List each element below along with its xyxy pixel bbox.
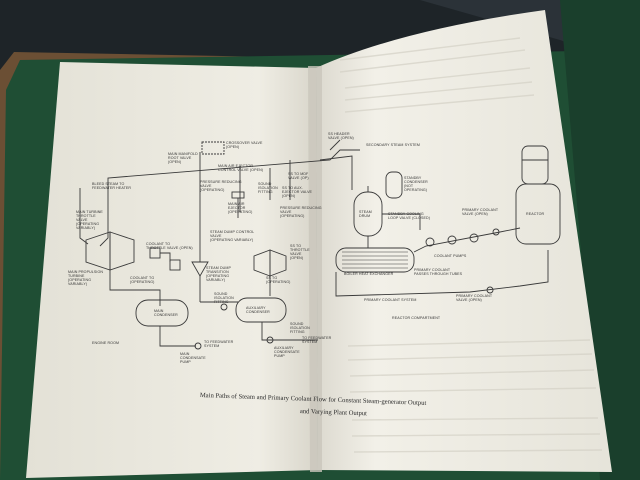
main-condensate-pump-shape	[194, 342, 202, 350]
standby-line	[382, 213, 421, 230]
label-steam-dump-control: STEAM DUMP CONTROL VALVE (OPERATING VARI…	[210, 230, 255, 242]
coolant-tg-shape-2	[169, 259, 181, 271]
label-main-condensate-pump: MAIN CONDENSATE PUMP	[180, 352, 206, 364]
bleed-line	[79, 188, 89, 245]
label-standby-cooling-loop: STANDBY COOLING LOOP VALVE (CLOSED)	[388, 212, 431, 220]
condenser-out	[159, 326, 196, 347]
label-air-ejector-control: MAIN AIR EJECTOR CONTROL VALVE (OPEN)	[218, 164, 264, 172]
label-boiler-heat-exchanger: BOILER HEAT EXCHANGER	[344, 272, 394, 276]
label-ss-to-aux-ejector: SS TO AUX. EJECTOR VALVE (OPEN)	[282, 186, 313, 198]
label-to-feedwater-2: TO FEEDWATER SYSTEM	[302, 336, 332, 344]
label-to-feedwater: TO FEEDWATER SYSTEM	[204, 340, 234, 348]
aux-pump-shape	[266, 336, 274, 344]
label-secondary-steam-system: SECONDARY STEAM SYSTEM	[366, 143, 420, 147]
label-coolant-pumps: COOLANT PUMPS	[434, 254, 467, 258]
hx-tubes	[342, 251, 408, 269]
piping-diagram	[79, 139, 561, 350]
label-reactor: REACTOR	[526, 212, 545, 216]
label-ss-header-valve: SS HEADER VALVE (OPEN)	[328, 132, 354, 140]
label-main-propulsion-turbine: MAIN PROPULSION TURBINE (OPERATING VARIA…	[68, 270, 104, 286]
green-mat-shade	[560, 0, 640, 480]
reactor-head	[521, 145, 549, 185]
main-turbine-shape-2	[109, 231, 135, 271]
sound-isolation-shape	[220, 303, 228, 311]
label-main-condenser: MAIN CONDENSER	[154, 309, 178, 317]
secondary-steam-line	[319, 155, 353, 190]
label-crossover-valve: CROSSOVER VALVE (OPEN)	[226, 141, 263, 149]
label-primary-coolant-valve-top: PRIMARY COOLANT VALVE (OPEN)	[462, 208, 499, 216]
turbine-exhaust	[109, 270, 161, 306]
label-primary-coolant-passes: PRIMARY COOLANT PASSES THROUGH TUBES	[414, 268, 463, 276]
label-pressure-reducing-2: PRESSURE REDUCING VALVE (OPERATING)	[280, 206, 322, 218]
label-sound-isolation-3: SOUND ISOLATION FITTING	[290, 322, 310, 334]
label-aux-condenser: AUXILIARY CONDENSER	[246, 306, 270, 314]
standby-condenser-shape	[385, 171, 403, 199]
label-steam-dump-transition: STEAM DUMP TRANSITION (OPERATING VARIABL…	[206, 266, 231, 282]
aux-out	[261, 322, 318, 341]
main-condenser-shape	[135, 299, 189, 327]
boiler-hx-shape	[335, 247, 415, 273]
label-ss-tg: SS TG (OPERATING)	[266, 276, 291, 284]
label-steam-drum: STEAM DRUM	[359, 210, 372, 218]
ss-tg-shape-2	[269, 249, 287, 277]
label-coolant-tg: COOLANT TG (OPERATING)	[130, 276, 155, 284]
tg-line	[160, 252, 171, 262]
primary-loop-bottom	[335, 250, 549, 297]
main-steam-header	[107, 149, 360, 186]
label-reactor-compartment: REACTOR COMPARTMENT	[392, 316, 441, 320]
label-pressure-reducing: PRESSURE REDUCING VALVE (OPERATING)	[200, 180, 242, 192]
throttle-line	[99, 186, 109, 247]
label-bleed-steam: BLEED STEAM TO FEEDWATER HEATER	[92, 182, 132, 190]
label-main-manifold-root: MAIN MANIFOLD ROOT VALVE (OPEN)	[168, 152, 198, 164]
aux-condenser-shape	[235, 297, 287, 323]
label-primary-coolant-valve-bottom: PRIMARY COOLANT VALVE (OPEN)	[456, 294, 493, 302]
gutter-shadow	[308, 66, 322, 472]
label-main-air-ejector: MAIN AIR EJECTOR (OPERATING)	[228, 202, 253, 214]
coolant-pump-1	[425, 237, 435, 247]
right-page	[316, 10, 612, 472]
steam-dump-shape	[191, 261, 209, 277]
label-primary-coolant-system: PRIMARY COOLANT SYSTEM	[364, 298, 417, 302]
label-sound-isolation-1: SOUND ISOLATION FITTING	[258, 182, 278, 194]
label-ss-to-mdf: SS TO MDF VALVE (OP)	[288, 172, 309, 180]
primary-valve-bottom-shape	[486, 286, 494, 294]
label-engine-room: ENGINE ROOM	[92, 341, 120, 345]
label-coolant-to-throttle: COOLANT TO THROTTLE VALVE (OPEN)	[146, 242, 193, 250]
label-sound-isolation-2: SOUND ISOLATION FITTING	[214, 292, 234, 304]
label-standby-condenser: STANDBY CONDENSER (NOT OPERATING)	[404, 176, 428, 192]
label-main-turbine-throttle: MAIN TURBINE THROTTLE VALVE (OPERATING V…	[76, 210, 103, 230]
label-ss-to-throttle: SS TO THROTTLE VALVE (OPEN)	[290, 244, 310, 260]
ss-header-line	[329, 139, 341, 151]
primary-valve-top-shape	[492, 228, 500, 236]
primary-loop-top	[413, 227, 521, 253]
bleed-through-text	[339, 37, 603, 453]
label-aux-condensate-pump: AUXILIARY CONDENSATE PUMP	[274, 346, 300, 358]
crossover-valve-shape	[201, 141, 225, 155]
